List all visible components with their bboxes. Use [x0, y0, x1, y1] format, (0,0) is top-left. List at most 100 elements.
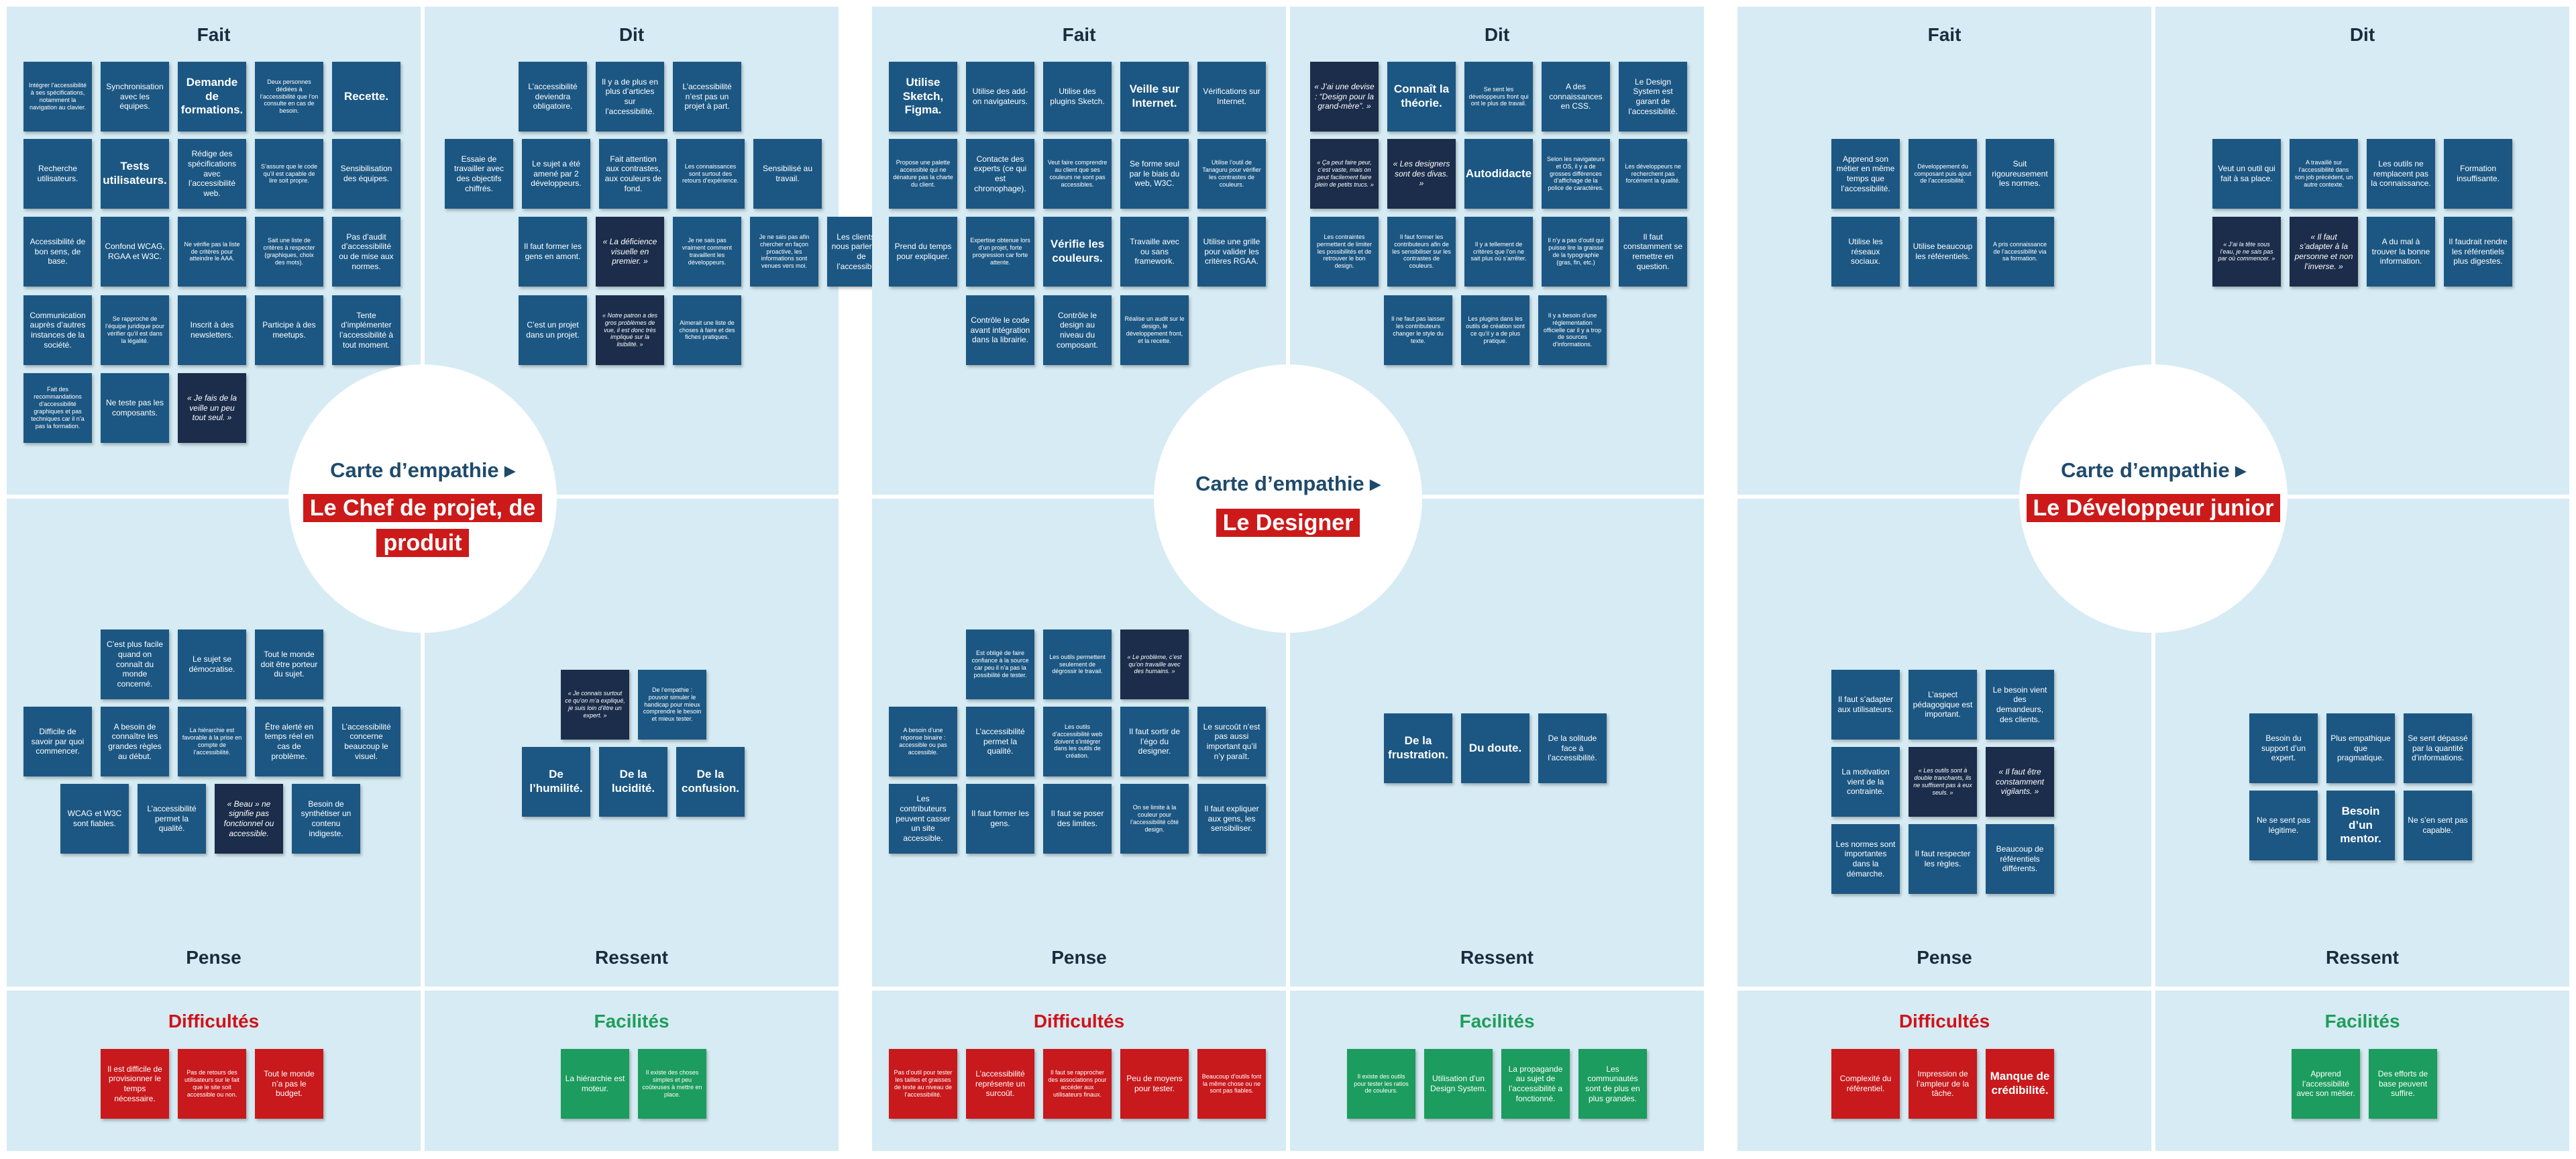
- quadrant-label-dit: Dit: [2349, 24, 2375, 45]
- sticky-note: Utilise une grille pour valider les crit…: [1197, 217, 1266, 287]
- sticky-note: Je ne sais pas afin chercher en façon pr…: [750, 217, 818, 287]
- sticky-note: Utilise les réseaux sociaux.: [1831, 217, 1900, 287]
- sticky-note: De l’empathie : pouvoir simuler le handi…: [638, 670, 706, 740]
- sticky-note: Synchronisation avec les équipes.: [101, 62, 169, 132]
- sticky-note: « Les designers sont des divas. »: [1387, 139, 1456, 209]
- sticky-note: Il faut sortir de l’égo du designer.: [1120, 707, 1189, 776]
- sticky-note: Le besoin vient des demandeurs, des clie…: [1986, 670, 2054, 740]
- sticky-note: Il faut constamment se remettre en quest…: [1619, 217, 1687, 287]
- sticky-note: La hiérarchie est favorable à la prise e…: [178, 707, 246, 776]
- sticky-note: Selon les navigateurs et OS, il y a de g…: [1542, 139, 1610, 209]
- sticky-note: Il est difficile de provisionner le temp…: [101, 1049, 169, 1119]
- sticky-note: Il existe des choses simples et peu coût…: [638, 1049, 706, 1119]
- sticky-note: Je ne sais pas vraiment comment travaill…: [673, 217, 741, 287]
- quadrant-label-dit: Dit: [619, 24, 645, 45]
- quadrant-label-fait: Fait: [1062, 24, 1096, 45]
- sticky-note: « La déficience visuelle en premier. »: [596, 217, 664, 287]
- sticky-note: S’assure que le code qu’il est capable d…: [255, 139, 323, 209]
- sticky-note: Prend du temps pour expliquer.: [889, 217, 957, 287]
- sticky-note: La propagande au sujet de l’accessibilit…: [1501, 1049, 1570, 1119]
- sticky-note: Communication auprès d’autres instances …: [23, 295, 92, 365]
- sticky-note: Travaille avec ou sans framework.: [1120, 217, 1189, 287]
- sticky-note: Sensibilisé au travail.: [753, 139, 822, 209]
- sticky-note: Le Design System est garant de l’accessi…: [1619, 62, 1687, 132]
- sticky-note: Réalise un audit sur le design, le dével…: [1120, 295, 1189, 365]
- sticky-note: Besoin d’un mentor.: [2326, 791, 2395, 860]
- sticky-note: Les communautés sont de plus en plus gra…: [1578, 1049, 1647, 1119]
- circle-title: Carte d’empathie ▸: [2061, 458, 2246, 482]
- persona-name-text: Le Designer: [1216, 509, 1360, 537]
- sticky-note: L’accessibilité permet la qualité.: [138, 784, 206, 854]
- sticky-note: Il y a besoin d’une réglementation offic…: [1538, 295, 1607, 365]
- sticky-note: Veut un outil qui fait à sa place.: [2212, 139, 2281, 209]
- sticky-note: Accessibilité de bon sens, de base.: [23, 217, 92, 287]
- sticky-note: Besoin de synthétiser un contenu indiges…: [292, 784, 360, 854]
- sticky-note: Suit rigoureusement les normes.: [1986, 139, 2054, 209]
- sticky-note: Il faudrait rendre les référentiels plus…: [2444, 217, 2512, 287]
- quadrant-label-difficultes: Difficultés: [1033, 1011, 1125, 1031]
- sticky-note: Est obligé de faire confiance à la sourc…: [966, 629, 1034, 699]
- sticky-note: La motivation vient de la contrainte.: [1831, 747, 1900, 817]
- sticky-note: Confond WCAG, RGAA et W3C.: [101, 217, 169, 287]
- sticky-note: Les outils permettent seulement de dégro…: [1043, 629, 1112, 699]
- sticky-note: L’accessibilité représente un surcoût.: [966, 1049, 1034, 1119]
- quadrant-label-ressent: Ressent: [1460, 947, 1534, 968]
- sticky-note: A travaillé sur l’accessibilité dans son…: [2290, 139, 2358, 209]
- sticky-note: Rédige des spécifications avec l’accessi…: [178, 139, 246, 209]
- sticky-note: Peu de moyens pour tester.: [1120, 1049, 1189, 1119]
- sticky-note: Fait attention aux contrastes, aux coule…: [599, 139, 667, 209]
- sticky-note: Ne se sent pas légitime.: [2249, 791, 2318, 860]
- quadrant-label-facilites: Facilités: [2324, 1011, 2400, 1031]
- sticky-note: Difficile de savoir par quoi commencer.: [23, 707, 92, 776]
- quadrant-label-dit: Dit: [1484, 24, 1510, 45]
- sticky-note: Deux personnes dédiées à l’accessibilité…: [255, 62, 323, 132]
- sticky-note: Ne s’en sent pas capable.: [2404, 791, 2472, 860]
- sticky-note: Propose une palette accessible qui ne dé…: [889, 139, 957, 209]
- persona-name-text: Le Développeur junior: [2026, 494, 2281, 522]
- sticky-note: Inscrit à des newsletters.: [178, 295, 246, 365]
- sticky-note: Apprend l’accessibilité avec son métier.: [2292, 1049, 2360, 1119]
- sticky-note: De la solitude face à l’accessibilité.: [1538, 713, 1607, 783]
- sticky-note: Se forme seul par le biais du web, W3C.: [1120, 139, 1189, 209]
- sticky-note: Utilisation d’un Design System.: [1424, 1049, 1493, 1119]
- sticky-note: Il faut expliquer aux gens, les sensibil…: [1197, 784, 1266, 854]
- sticky-note: Utilise des add-on navigateurs.: [966, 62, 1034, 132]
- sticky-note: Les contraintes permettent de limiter le…: [1310, 217, 1379, 287]
- sticky-note: Se sent dépassé par la quantité d’inform…: [2404, 713, 2472, 783]
- persona-name: Le Chef de projet, de produit: [288, 491, 557, 560]
- sticky-note: Il faut former les gens.: [966, 784, 1034, 854]
- sticky-note: Pas d’audit d’accessibilité ou de mise a…: [332, 217, 400, 287]
- sticky-note: On se limite à la couleur pour l’accessi…: [1120, 784, 1189, 854]
- sticky-note: Il faut s’adapter aux utilisateurs.: [1831, 670, 1900, 740]
- sticky-note: Sensibilisation des équipes.: [332, 139, 400, 209]
- sticky-note: Utilise beaucoup les référentiels.: [1909, 217, 1977, 287]
- sticky-note: Vérifications sur Internet.: [1197, 62, 1266, 132]
- sticky-note: L’aspect pédagogique est important.: [1909, 670, 1977, 740]
- quadrant-label-facilites: Facilités: [1459, 1011, 1535, 1031]
- sticky-note: Manque de crédibilité.: [1986, 1049, 2054, 1119]
- quadrant-label-pense: Pense: [1051, 947, 1107, 968]
- sticky-note: Il y a de plus en plus d’articles sur l’…: [596, 62, 664, 132]
- sticky-note: Veille sur Internet.: [1120, 62, 1189, 132]
- sticky-note: A besoin de connaître les grandes règles…: [101, 707, 169, 776]
- quadrant-label-pense: Pense: [1917, 947, 1972, 968]
- persona-name-text: Le Chef de projet, de produit: [303, 494, 543, 557]
- sticky-note: Les contributeurs peuvent casser un site…: [889, 784, 957, 854]
- persona-name: Le Développeur junior: [2019, 491, 2288, 525]
- sticky-note: Sait une liste de critères à respecter (…: [255, 217, 323, 287]
- sticky-note: « J’ai la tête sous l’eau, je ne sais pa…: [2212, 217, 2281, 287]
- sticky-note: A des connaissances en CSS.: [1542, 62, 1610, 132]
- sticky-note: L’accessibilité n’est pas un projet à pa…: [673, 62, 741, 132]
- sticky-note: Les outils d’accessibilité web doivent s…: [1043, 707, 1112, 776]
- quadrant-label-pense: Pense: [186, 947, 241, 968]
- sticky-note: De la frustration.: [1384, 713, 1452, 783]
- sticky-note: Le surcoût n’est pas aussi important qu’…: [1197, 707, 1266, 776]
- sticky-note: Les outils ne remplacent pas la connaiss…: [2367, 139, 2435, 209]
- sticky-note: « Il faut être constamment vigilants. »: [1986, 747, 2054, 817]
- sticky-note: Fait des recommandations d’accessibilité…: [23, 373, 92, 443]
- sticky-note: Il faut respecter les règles.: [1909, 824, 1977, 894]
